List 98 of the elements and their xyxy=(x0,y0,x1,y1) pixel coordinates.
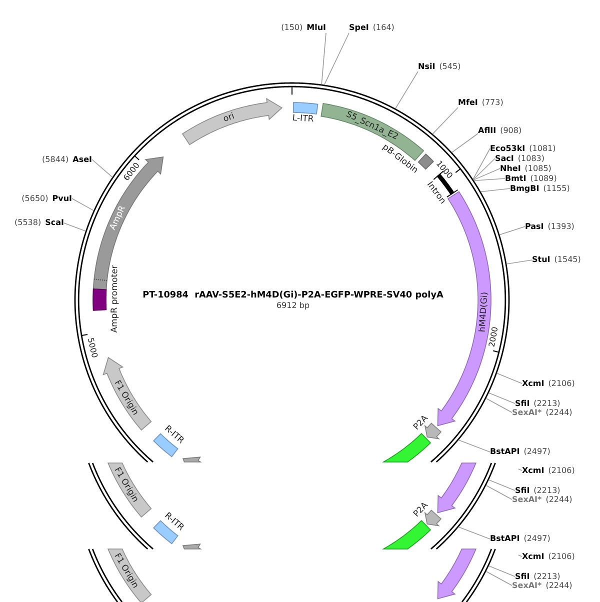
cut-site-position: (2213) xyxy=(534,486,560,494)
cut-site-position: (2244) xyxy=(546,408,572,416)
enzyme-name: StuI xyxy=(532,255,550,264)
enzyme-name: SexAI* xyxy=(512,494,542,504)
leader-line xyxy=(486,484,512,500)
cut-site-position: (545) xyxy=(439,62,461,70)
cut-site-position: (1081) xyxy=(529,144,556,152)
enzyme-name: NsiI xyxy=(418,62,436,70)
sequence-feature xyxy=(436,462,477,514)
leader-line xyxy=(488,479,516,491)
cut-site-position: (1083) xyxy=(518,154,544,162)
enzyme-name: XcmI xyxy=(522,466,544,474)
sequence-feature xyxy=(107,462,153,519)
ring-tick-label: 5000 xyxy=(86,336,98,358)
leader-line xyxy=(395,71,418,109)
enzyme-name: MfeI xyxy=(458,98,478,106)
enzyme-name: AflII xyxy=(478,126,496,135)
leader-line xyxy=(486,398,512,413)
cut-site-position: (2106) xyxy=(548,552,575,560)
cut-site-position: (2244) xyxy=(546,580,572,590)
enzyme-name: BstAPI xyxy=(490,447,520,456)
enzyme-name: NheI xyxy=(500,164,521,172)
enzyme-name: BmtI xyxy=(505,174,526,182)
leader-line xyxy=(518,468,522,471)
cut-site-position: (2497) xyxy=(524,447,550,456)
feature-label: ori xyxy=(222,111,236,125)
cut-site-position: (1393) xyxy=(548,222,574,230)
sequence-feature xyxy=(181,456,202,463)
enzyme-name: SfiI xyxy=(515,486,530,494)
sequence-feature xyxy=(181,543,202,550)
sequence-feature xyxy=(382,432,432,463)
enzyme-name: SacI xyxy=(495,154,514,162)
sequence-feature xyxy=(436,548,477,600)
leader-line xyxy=(64,222,86,232)
cut-site-position: (1545) xyxy=(554,255,581,264)
leader-line xyxy=(496,372,522,384)
cut-site-position: (1089) xyxy=(530,174,557,182)
leader-line xyxy=(488,565,516,577)
leader-line xyxy=(458,526,490,540)
enzyme-name: SpeI xyxy=(349,23,369,32)
cut-site-position: (908) xyxy=(500,126,522,135)
enzyme-name: PvuI xyxy=(52,194,72,202)
leader-line xyxy=(472,148,490,180)
feature-label: AmpR promoter xyxy=(110,265,120,333)
feature-label: P2A xyxy=(412,500,431,520)
enzyme-name: SfiI xyxy=(515,398,530,408)
cut-site-position: (1085) xyxy=(524,164,552,172)
feature-label: L-ITR xyxy=(292,114,314,125)
leader-line xyxy=(473,168,500,180)
sequence-feature xyxy=(382,519,432,550)
enzyme-name: AseI xyxy=(72,154,92,164)
cut-site-position: (773) xyxy=(482,98,504,106)
enzyme-name: MluI xyxy=(306,23,326,32)
leader-line xyxy=(480,188,510,192)
cut-site-position: (2106) xyxy=(548,466,575,474)
leader-line xyxy=(472,158,496,180)
sequence-feature xyxy=(181,97,283,146)
ring-tick-label: 2000 xyxy=(488,326,500,348)
enzyme-name: XcmI xyxy=(522,378,544,388)
leader-line xyxy=(321,32,326,85)
leader-line xyxy=(486,570,512,586)
cut-site-position: (2213) xyxy=(534,572,560,580)
leader-line xyxy=(458,440,490,452)
cut-site-position: (150) xyxy=(281,23,303,32)
cut-site-position: (164) xyxy=(372,23,394,32)
cut-site-position: (5538) xyxy=(14,218,42,227)
leader-line xyxy=(92,159,113,178)
enzyme-name: PasI xyxy=(525,222,544,230)
leader-line xyxy=(474,178,506,181)
cut-site-position: (2244) xyxy=(546,494,572,504)
enzyme-name: XcmI xyxy=(522,552,544,560)
sequence-length: 6912 bp xyxy=(276,301,310,311)
enzyme-name: SexAI* xyxy=(512,580,542,590)
cut-site-position: (5844) xyxy=(42,154,69,164)
leader-line xyxy=(72,198,94,211)
leader-line xyxy=(518,554,522,557)
enzyme-name: ScaI xyxy=(45,218,64,227)
sequence-feature xyxy=(107,548,153,602)
feature-label: hM4D(Gi) xyxy=(478,291,490,332)
enzyme-name: SfiI xyxy=(515,572,530,580)
leader-line xyxy=(488,392,516,404)
enzyme-name: BmgBI xyxy=(510,184,540,192)
cut-site-position: (5650) xyxy=(22,194,48,202)
map-title: PT-10984 rAAV-S5E2-hM4D(Gi)-P2A-EGFP-WPRE-SV40 polyA xyxy=(142,290,444,301)
leader-line xyxy=(506,260,532,264)
enzyme-name: BstAPI xyxy=(490,534,520,543)
leader-line xyxy=(452,133,478,153)
cut-site-position: (2213) xyxy=(534,398,560,408)
leader-line xyxy=(499,226,526,236)
leader-line xyxy=(324,32,350,86)
leader-line xyxy=(432,107,458,134)
enzyme-name: Eco53kI xyxy=(490,144,526,152)
cut-site-position: (2497) xyxy=(524,534,550,543)
enzyme-name: SexAI* xyxy=(512,408,542,416)
cut-site-position: (1155) xyxy=(543,184,570,192)
cut-site-position: (2106) xyxy=(548,378,575,388)
feature-label: P2A xyxy=(412,413,431,432)
sequence-feature xyxy=(102,356,153,432)
